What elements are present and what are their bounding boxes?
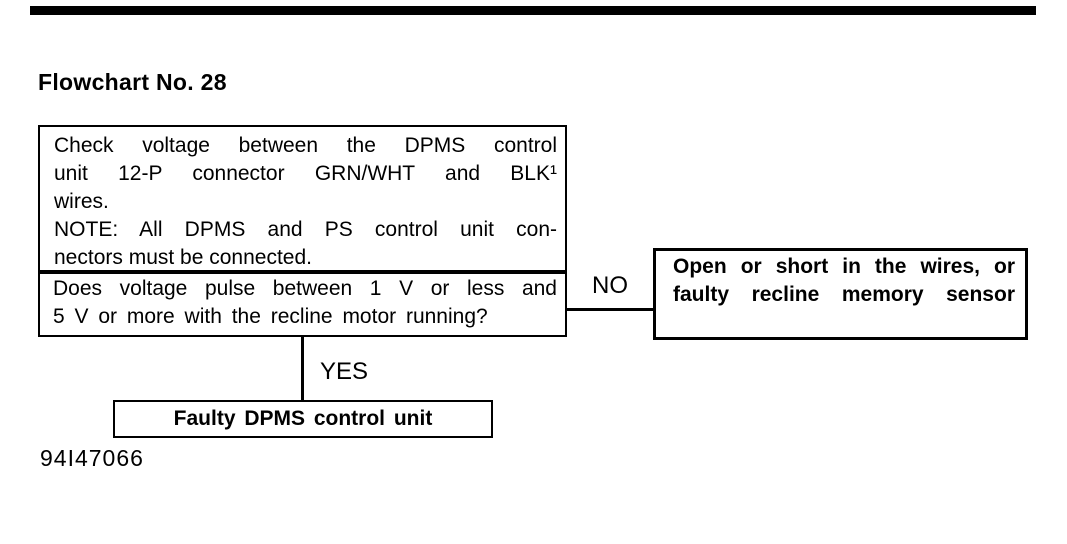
step-box-line: unit 12-P connector GRN/WHT and BLK¹ <box>54 162 557 185</box>
yes-result-box: Faulty DPMS control unit <box>113 400 493 438</box>
no-result-box: Open or short in the wires, or faulty re… <box>653 248 1028 340</box>
question-box-line: 5 V or more with the recline motor runni… <box>53 305 488 328</box>
step-box-line: NOTE: All DPMS and PS control unit con- <box>54 218 557 241</box>
step-box-line: wires. <box>54 190 109 213</box>
no-result-line: faulty recline memory sensor <box>673 283 1015 306</box>
step-box: Check voltage between the DPMS control u… <box>38 125 567 272</box>
no-label: NO <box>592 272 628 299</box>
question-box: Does voltage pulse between 1 V or less a… <box>38 272 567 337</box>
page-title: Flowchart No. 28 <box>38 69 227 95</box>
no-connector-line <box>567 308 653 311</box>
document-code: 94I47066 <box>40 445 144 471</box>
step-box-line: Check voltage between the DPMS control <box>54 134 557 157</box>
no-result-line: Open or short in the wires, or <box>673 255 1015 278</box>
step-box-line: nectors must be connected. <box>54 246 312 269</box>
scan-artifact-bar <box>30 6 1036 15</box>
yes-connector-line <box>301 337 304 400</box>
question-box-line: Does voltage pulse between 1 V or less a… <box>53 277 557 300</box>
yes-label: YES <box>320 358 369 385</box>
